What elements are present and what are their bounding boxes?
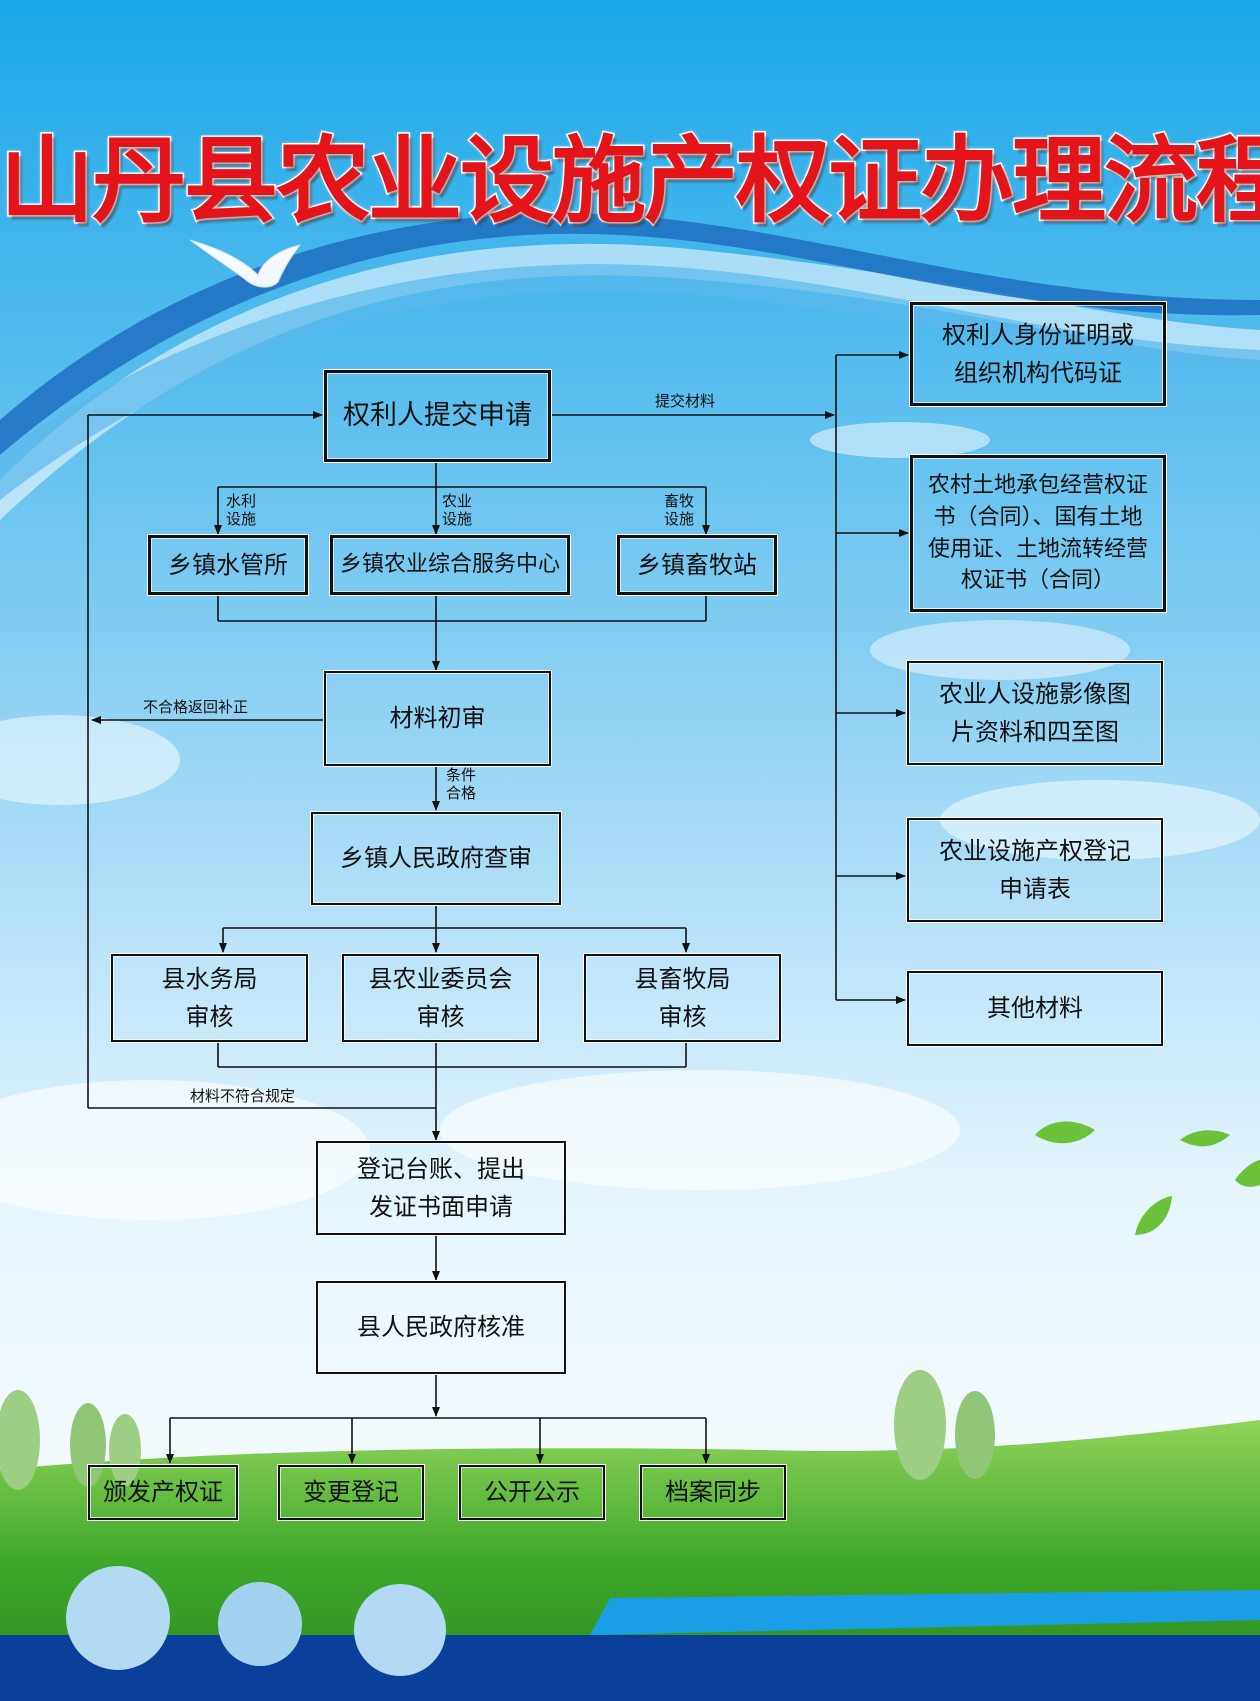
label-reject-return: 不合格返回补正 <box>143 698 249 716</box>
box-label: 审核 <box>658 1003 707 1031</box>
preliminary-review-box: 材料初审 <box>324 671 551 766</box>
box-label: 乡镇畜牧站 <box>637 550 757 579</box>
box-label: 使用证、土地流转经营 <box>927 536 1148 562</box>
material-images-box: 农业人设施影像图 片资料和四至图 <box>907 661 1163 765</box>
box-label: 乡镇人民政府查审 <box>340 844 532 873</box>
county-agri-committee-box: 县农业委员会 审核 <box>342 954 539 1042</box>
box-label: 变更登记 <box>303 1478 399 1507</box>
box-label: 县畜牧局 <box>634 964 731 993</box>
label-line: 畜牧 <box>664 492 695 510</box>
submit-application-box: 权利人提交申请 <box>324 370 551 462</box>
box-label: 审核 <box>416 1003 465 1031</box>
box-label: 县农业委员会 <box>368 964 513 993</box>
output-public-notice-box: 公开公示 <box>459 1465 605 1520</box>
tree-icons <box>0 1370 995 1490</box>
output-change-registration-box: 变更登记 <box>278 1465 424 1520</box>
label-qualified: 条件 合格 <box>446 766 476 802</box>
label-livestock-facility: 畜牧 设施 <box>664 492 694 528</box>
box-label: 书（合同）、国有土地 <box>933 504 1143 530</box>
box-label: 权利人提交申请 <box>343 400 532 432</box>
box-label: 农业设施产权登记 <box>939 836 1131 865</box>
box-label: 发证书面申请 <box>369 1193 513 1221</box>
label-line: 设施 <box>226 510 257 528</box>
box-label: 农村土地承包经营权证 <box>927 472 1148 498</box>
box-label: 申请表 <box>999 875 1071 903</box>
label-line: 水利 <box>226 492 257 510</box>
box-label: 其他材料 <box>987 994 1083 1023</box>
box-label: 农业人设施影像图 <box>939 679 1131 708</box>
label-submit-materials: 提交材料 <box>655 392 716 410</box>
box-label: 乡镇农业综合服务中心 <box>339 552 560 578</box>
county-water-bureau-box: 县水务局 审核 <box>111 954 308 1042</box>
box-label: 权利人身份证明或 <box>942 320 1134 349</box>
label-nonconforming: 材料不符合规定 <box>190 1087 296 1105</box>
label-water-facility: 水利 设施 <box>226 492 256 528</box>
label-line: 条件 <box>446 766 477 784</box>
label-line: 农业 <box>442 492 473 510</box>
box-label: 县人民政府核准 <box>357 1313 525 1342</box>
box-label: 乡镇水管所 <box>168 550 288 579</box>
box-label: 档案同步 <box>665 1478 761 1507</box>
label-agri-facility: 农业 设施 <box>442 492 472 528</box>
town-water-station-box: 乡镇水管所 <box>148 535 308 595</box>
output-archive-sync-box: 档案同步 <box>640 1465 786 1520</box>
material-land-certificate-box: 农村土地承包经营权证 书（合同）、国有土地 使用证、土地流转经营 权证书（合同） <box>910 455 1166 612</box>
box-label: 审核 <box>185 1003 234 1031</box>
output-issue-certificate-box: 颁发产权证 <box>88 1465 238 1520</box>
box-label: 公开公示 <box>484 1478 580 1507</box>
town-agri-center-box: 乡镇农业综合服务中心 <box>330 535 570 595</box>
town-livestock-station-box: 乡镇畜牧站 <box>617 535 777 595</box>
dove-icon <box>189 239 302 288</box>
box-label: 材料初审 <box>389 704 486 733</box>
material-other-box: 其他材料 <box>907 971 1163 1046</box>
material-application-form-box: 农业设施产权登记 申请表 <box>907 818 1163 922</box>
label-line: 合格 <box>446 784 477 802</box>
box-label: 县水务局 <box>161 964 258 993</box>
leaf-icons <box>1035 1121 1260 1235</box>
register-ledger-box: 登记台账、提出 发证书面申请 <box>316 1141 566 1235</box>
box-label: 组织机构代码证 <box>954 359 1122 387</box>
town-government-review-box: 乡镇人民政府查审 <box>311 812 561 905</box>
box-label: 片资料和四至图 <box>951 718 1119 746</box>
box-label: 颁发产权证 <box>103 1478 223 1507</box>
page-title: 山丹县农业设施产权证办理流程 <box>0 126 1260 238</box>
county-government-approval-box: 县人民政府核准 <box>316 1281 566 1374</box>
box-label: 登记台账、提出 <box>357 1154 525 1183</box>
box-label: 权证书（合同） <box>960 568 1115 594</box>
label-line: 设施 <box>664 510 695 528</box>
label-line: 设施 <box>442 510 473 528</box>
material-identity-box: 权利人身份证明或 组织机构代码证 <box>910 302 1166 406</box>
county-livestock-bureau-box: 县畜牧局 审核 <box>584 954 781 1042</box>
